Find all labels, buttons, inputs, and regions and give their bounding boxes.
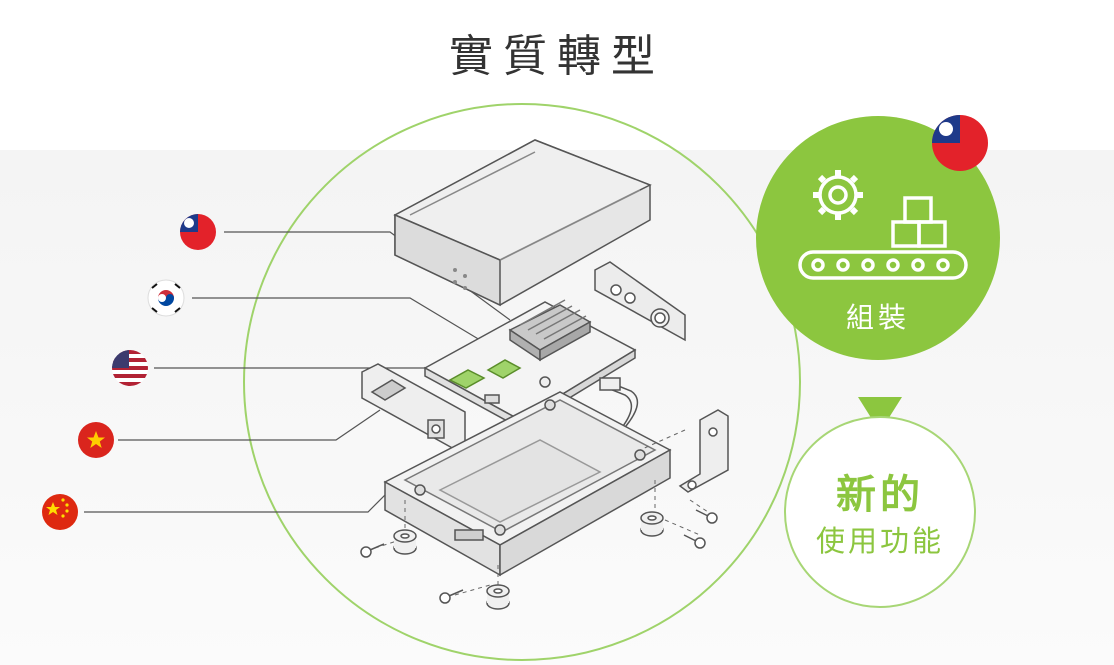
heatsink bbox=[508, 299, 592, 362]
feet bbox=[393, 511, 664, 610]
product-circle bbox=[243, 103, 801, 661]
new-function-subtitle: 使用功能 bbox=[815, 524, 944, 558]
assemble-badge bbox=[756, 115, 1000, 360]
leader-line-china bbox=[84, 489, 391, 513]
enclosure-top bbox=[393, 139, 652, 307]
enclosure-bottom bbox=[383, 391, 672, 577]
leader-line-vietnam bbox=[118, 409, 381, 441]
new-function-title: 新的 bbox=[836, 472, 924, 518]
foot-2 bbox=[486, 584, 510, 610]
vietnam-flag-icon bbox=[78, 422, 114, 458]
chip-green-2 bbox=[486, 359, 522, 379]
taiwan-flag-icon bbox=[932, 115, 988, 171]
foot-3 bbox=[640, 511, 664, 537]
screw-1 bbox=[360, 543, 385, 558]
page-title: 實質轉型 bbox=[449, 31, 665, 82]
foot-1 bbox=[393, 529, 417, 555]
usa-flag-icon bbox=[112, 350, 148, 386]
bracket bbox=[678, 409, 729, 493]
conveyor-icon bbox=[798, 250, 968, 280]
korea-flag-icon bbox=[147, 279, 185, 317]
assembly-guides bbox=[374, 429, 709, 596]
new-function-circle bbox=[784, 416, 976, 608]
assemble-label: 組裝 bbox=[845, 301, 910, 334]
arrow-down-icon bbox=[858, 397, 902, 432]
boxes-icon bbox=[891, 196, 947, 248]
chip-green-1 bbox=[448, 369, 486, 389]
taiwan-flag-icon bbox=[180, 214, 216, 250]
screw-4 bbox=[683, 534, 706, 549]
gear-icon bbox=[813, 170, 863, 220]
leader-lines bbox=[84, 231, 511, 513]
screws bbox=[360, 509, 718, 604]
china-flag-icon bbox=[42, 494, 78, 530]
leader-line-korea bbox=[192, 297, 481, 341]
io-panel bbox=[361, 363, 466, 457]
screw-2 bbox=[439, 589, 464, 604]
circuit-board bbox=[423, 299, 637, 430]
side-panel bbox=[594, 261, 686, 342]
screw-3 bbox=[695, 509, 718, 524]
